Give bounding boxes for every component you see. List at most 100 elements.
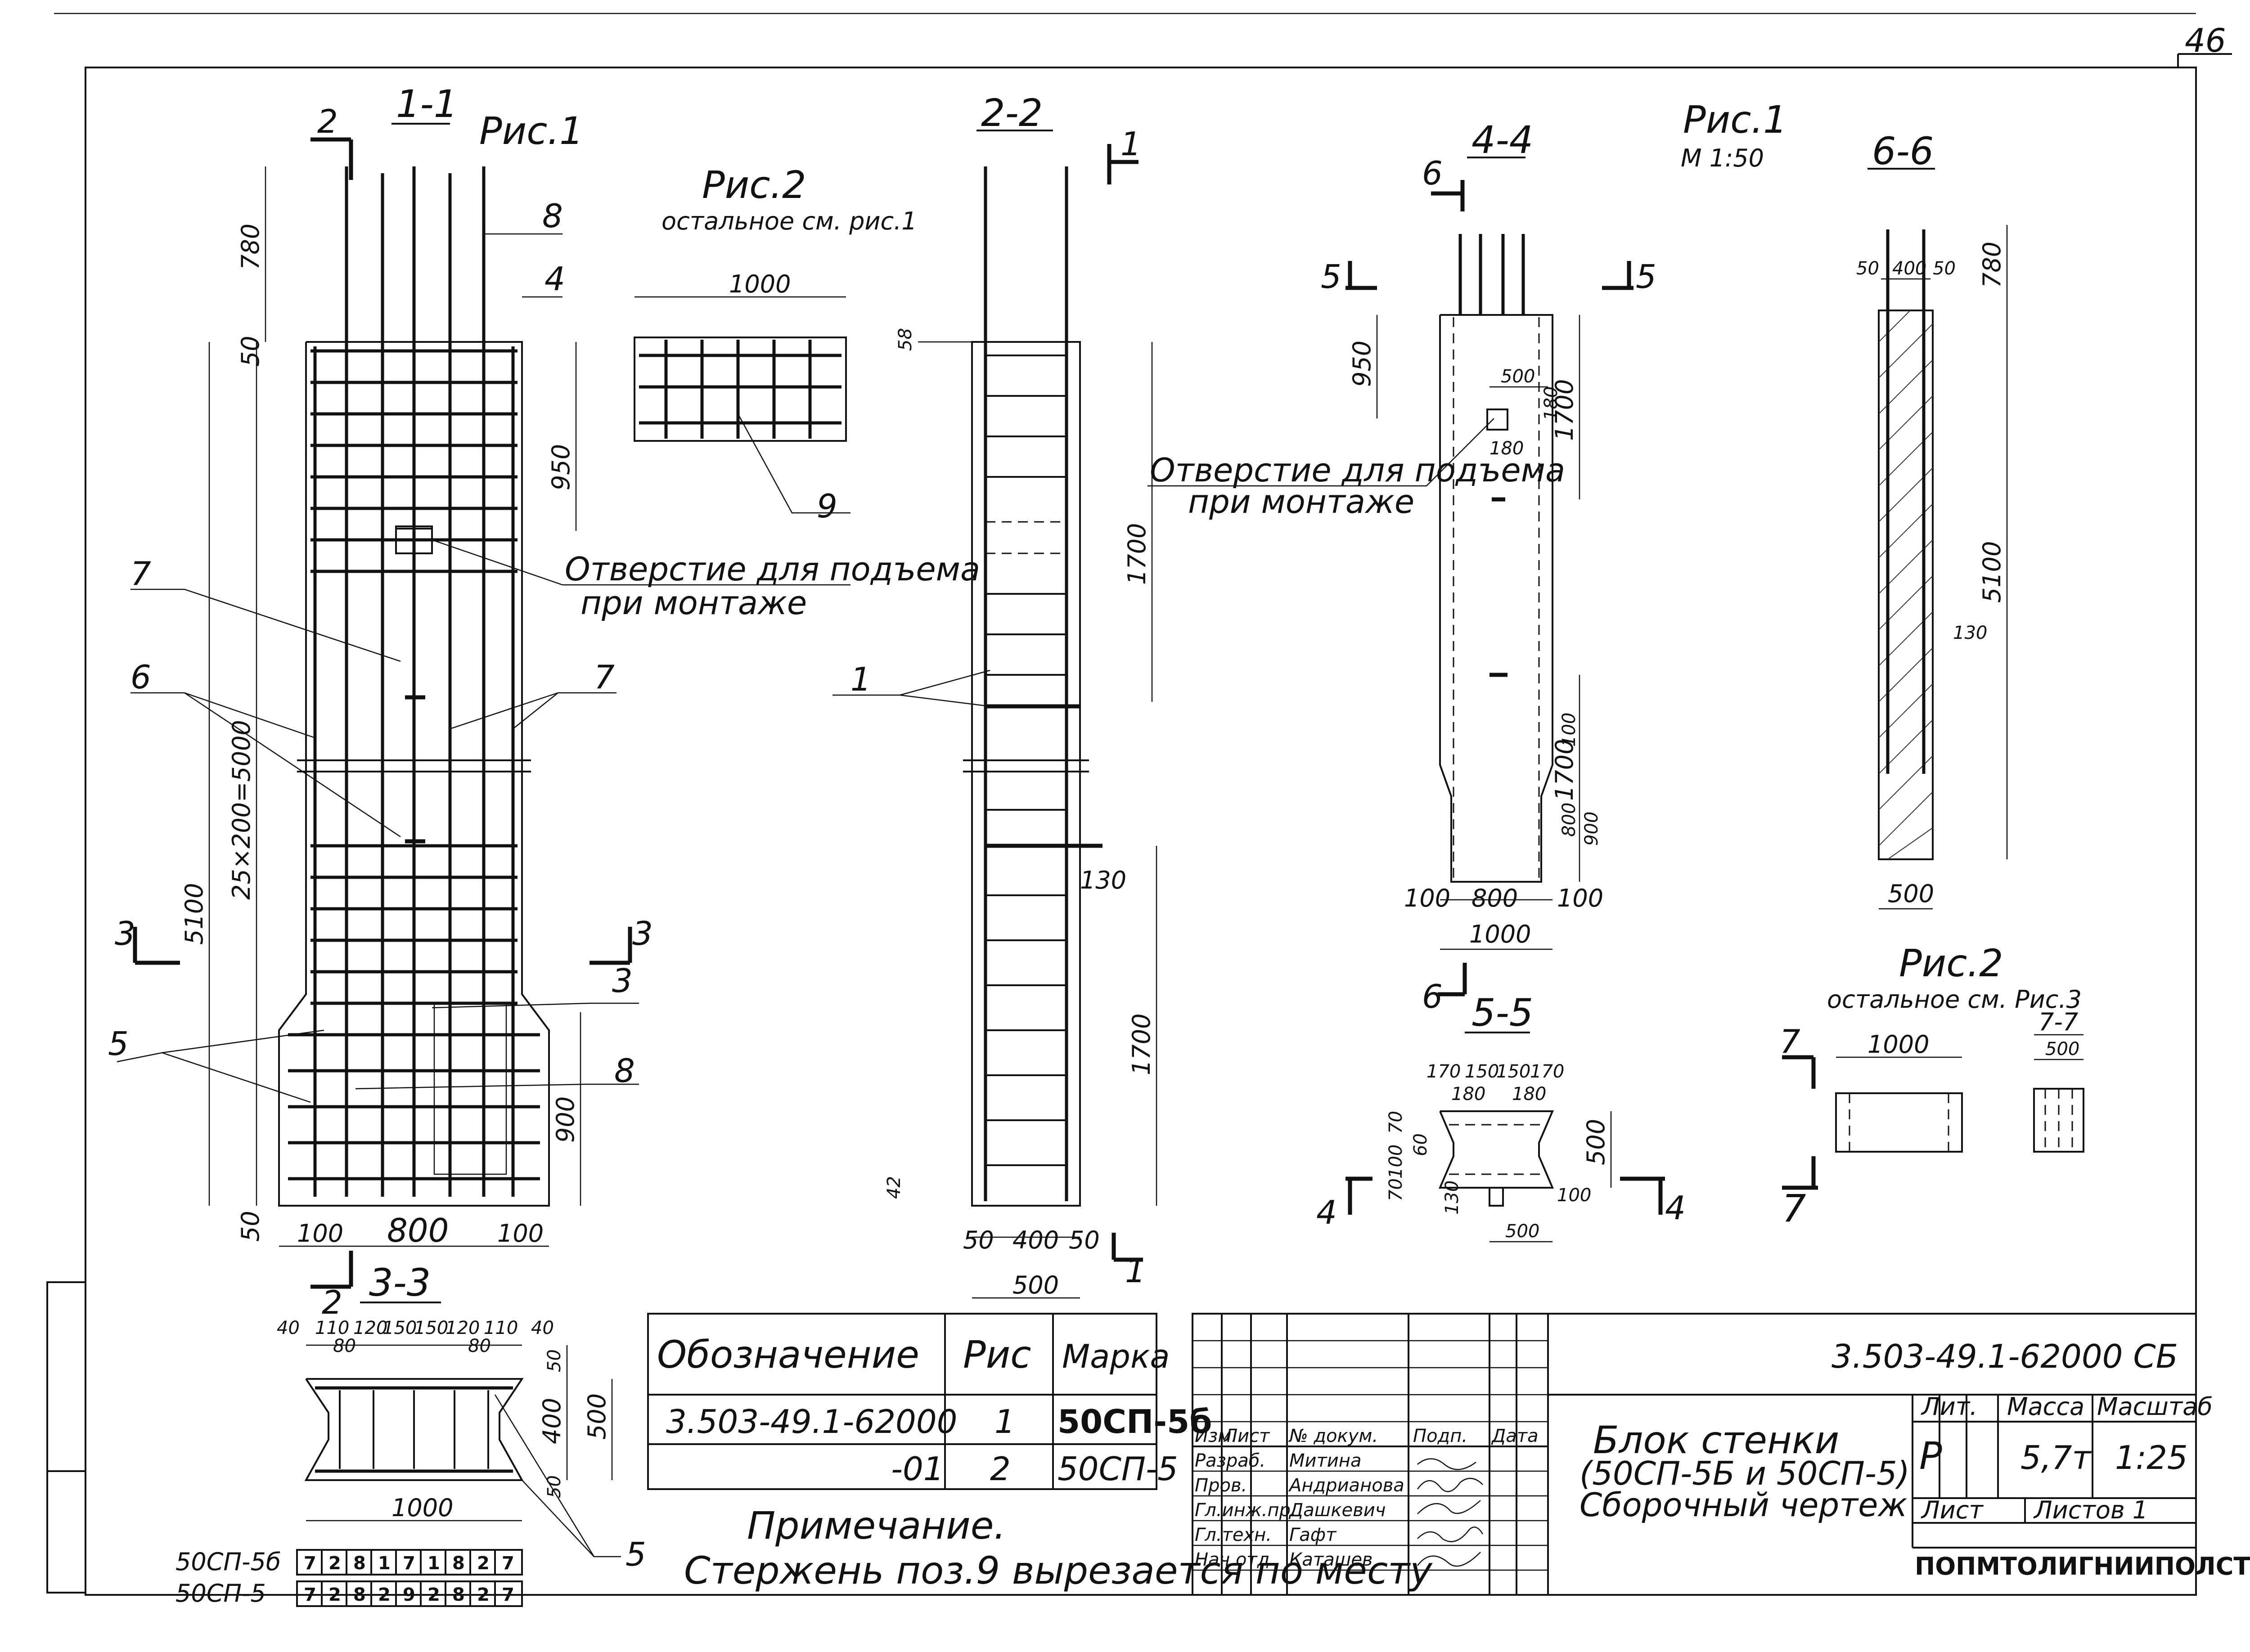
dim-800: 800 [387,1212,449,1249]
pos-6: 6 [130,658,151,696]
dim-150-a: 150 [1465,1061,1499,1082]
dim-500-c: 500 [1582,1119,1610,1165]
table-header-designation: Обозначение [657,1333,919,1377]
dim-50-l: 50 [963,1226,994,1254]
dim-1000-d: 1000 [1469,920,1531,948]
staff-name-5: Каташев [1289,1549,1373,1570]
view-2-2: 2-2 58 17 [832,91,1157,1299]
code-cell: 7 [304,1585,316,1605]
ris1-label: Рис.1 [479,109,584,153]
dim-5100: 5100 [180,883,208,945]
dim-50-6b: 50 [1933,258,1956,279]
rebar-codes: 50СП-5б 50СП-5 7 2 8 1 7 1 8 2 7 7 2 8 [176,1548,523,1607]
rebar-code-mark-1: 50СП-5б [176,1548,281,1576]
cut-mark-6-top: 6 [1422,154,1443,192]
dim-110-b: 110 [484,1318,518,1338]
dim-100-left: 100 [297,1219,343,1248]
table-row-1-designation: 3.503-49.1-62000 [666,1403,957,1441]
section-label-1-1: 1-1 [396,82,458,126]
cut-mark-1-top: 1 [1120,125,1141,163]
dim-80-a: 80 [333,1336,356,1356]
code-cell: 7 [502,1553,514,1574]
section-label-7-7: 7-7 [2038,1008,2078,1036]
staff-name-1: Митина [1289,1450,1361,1471]
table-header-mark: Марка [1062,1338,1170,1375]
cut-mark-6-bottom: 6 [1422,978,1443,1015]
dim-500-d: 500 [1505,1221,1539,1242]
dim-130-6: 130 [1953,623,1987,643]
title-line-2: (50СП-5Б и 50СП-5) [1580,1454,1910,1492]
lit-value: Р [1919,1434,1942,1478]
dim-170-a: 170 [1426,1061,1461,1082]
dim-780: 780 [236,224,265,270]
dim-25x200: 25×200=5000 [227,720,256,900]
dim-150-b: 150 [1496,1061,1530,1082]
ris2-label: Рис.2 [702,163,806,207]
dim-900: 900 [551,1096,580,1143]
pos-7-left: 7 [130,555,151,593]
code-cell: 1 [378,1553,391,1574]
dim-42: 42 [884,1176,904,1199]
staff-role-3: Гл.инж.пр. [1195,1500,1296,1521]
dim-50-s3b: 50 [544,1475,565,1498]
dim-1700-c: 1700 [1550,739,1579,801]
rev-header-date: Дата [1491,1426,1539,1446]
dim-5100-6: 5100 [1978,541,2006,603]
cut-mark-7-bottom: 7 [1782,1186,1806,1230]
sheet-number: 46 [2185,22,2226,59]
code-cell: 2 [477,1553,490,1574]
pos-9: 9 [817,487,837,525]
dim-50-top: 50 [236,336,265,367]
code-cell: 8 [353,1553,366,1574]
lift-hole-b-label-2: при монтаже [1188,483,1414,521]
staff-role-1: Разраб. [1195,1450,1265,1471]
pos-8-bottom: 8 [614,1052,635,1090]
staff-role-5: Нач.отд. [1195,1549,1275,1570]
side-stirrups [986,355,1102,1166]
dim-1000-s3: 1000 [392,1494,453,1522]
dim-120-a: 120 [353,1318,387,1338]
dim-50-bottom: 50 [236,1211,265,1242]
dim-80-b: 80 [468,1336,491,1356]
dim-180-a: 180 [1541,386,1562,421]
cut-mark-5-left: 5 [1321,258,1341,296]
dim-1700-b: 1700 [1550,379,1579,441]
dim-50-6a: 50 [1856,258,1879,279]
dim-50-r: 50 [1069,1226,1100,1254]
table-row-2-pic: 2 [990,1450,1011,1488]
pos-4: 4 [544,260,565,298]
horizontal-rebars [288,349,540,1181]
dim-150-d: 150 [414,1318,448,1338]
dim-100-g: 100 [1557,1185,1591,1206]
sheets-label: Листов 1 [2033,1496,2148,1524]
ris2-note-b: остальное см. Рис.3 [1827,985,2082,1014]
title-line-1: Блок стенки [1593,1418,1839,1462]
cut-mark-2-top: 2 [317,103,338,140]
dim-780-6: 780 [1978,242,2006,288]
title-block: Изм. Лист № докум. Подп. Дата Разраб. Ми… [1192,1313,2250,1596]
dim-400-s3: 400 [538,1398,566,1444]
rebar-code-mark-2: 50СП-5 [176,1579,266,1607]
dim-950-b: 950 [1348,341,1376,387]
ris2-7-7: Рис.2 остальное см. Рис.3 1000 7 7 7-7 5… [1780,941,2084,1230]
dim-100-e: 100 [1557,884,1603,912]
code-cell: 8 [452,1585,465,1605]
rev-header-docnum: № докум. [1288,1426,1378,1446]
lift-hole-label-2: при монтаже [580,584,807,622]
scale-label: Масштаб [2097,1392,2213,1421]
cut-mark-1-bottom: 1 [1125,1252,1146,1290]
section-label-3-3: 3-3 [369,1261,431,1305]
dim-100-c: 100 [1559,713,1580,747]
code-cell: 7 [403,1553,415,1574]
dim-100-right: 100 [497,1219,544,1248]
doc-code: 3.503-49.1-62000 СБ [1832,1338,2178,1375]
code-cell: 7 [502,1585,514,1605]
pos-7-right: 7 [594,658,615,696]
staff-name-4: Гафт [1289,1525,1337,1545]
ris2-label-b: Рис.2 [1899,941,2003,985]
dim-800-d: 800 [1472,884,1518,912]
dim-180-c: 180 [1451,1084,1485,1104]
cut-mark-5-right: 5 [1636,258,1656,296]
markings-table: Обозначение Рис Марка 3.503-49.1-62000 1… [647,1313,1212,1490]
view-1-1: 1-1 Рис.1 [108,82,980,1321]
